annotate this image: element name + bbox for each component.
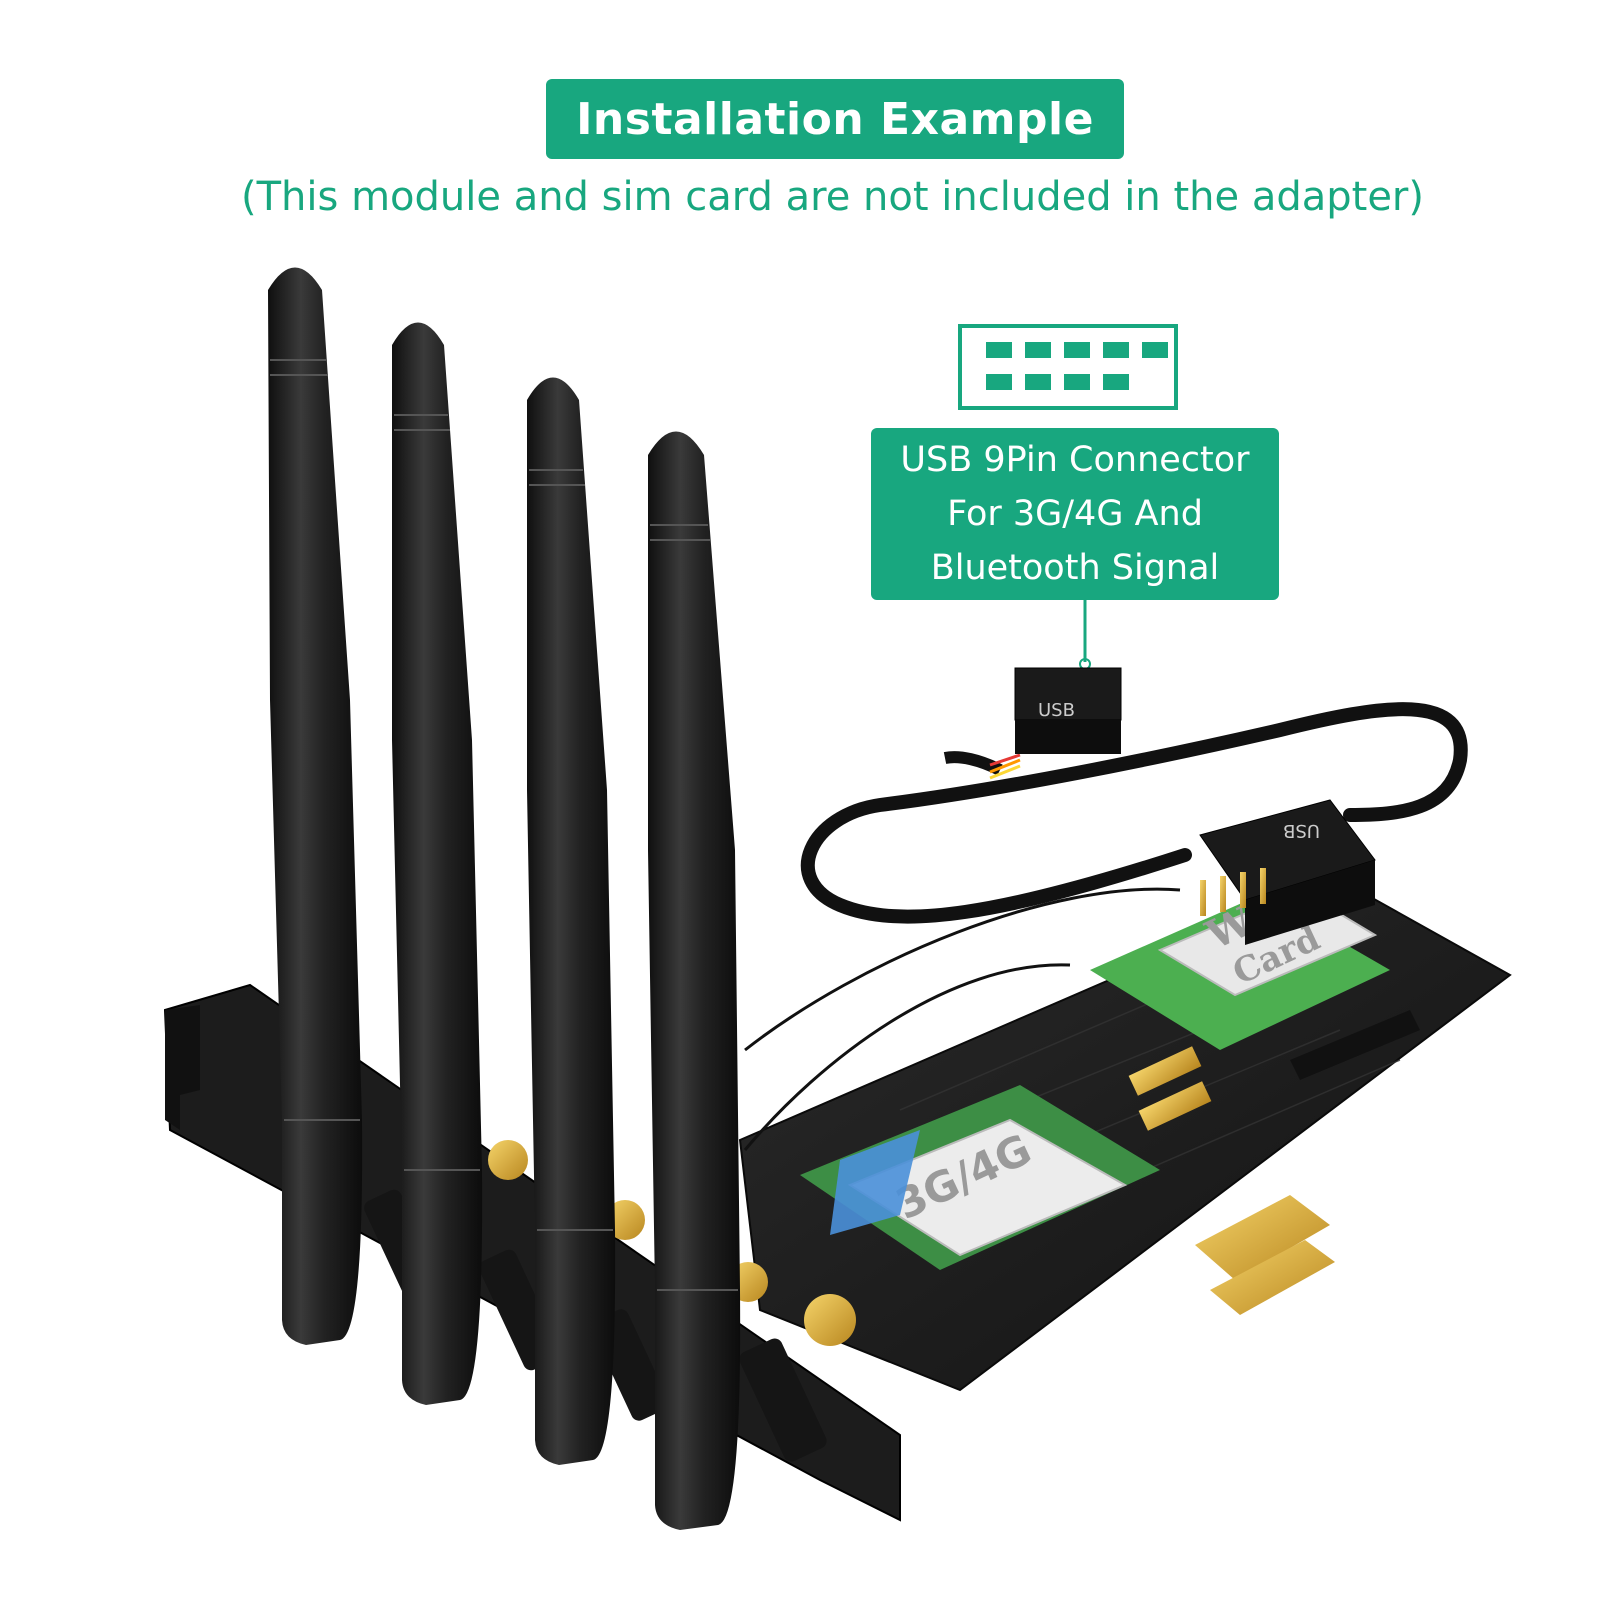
antenna-1: [268, 267, 363, 1345]
lte-module: 3G/4G: [800, 1085, 1160, 1270]
page-title: Installation Example: [576, 93, 1094, 145]
usb-connector-callout: USB 9Pin Connector For 3G/4G And Bluetoo…: [871, 428, 1279, 600]
callout-line-2: For 3G/4G And: [947, 494, 1203, 534]
antenna-3: [527, 377, 616, 1465]
sma-connectors: [488, 1140, 856, 1346]
callout-line-3: Bluetooth Signal: [930, 548, 1220, 588]
antenna-2: [392, 322, 483, 1405]
usb-plug-small: USB: [1014, 667, 1122, 754]
usb-cable-icon: [743, 702, 1468, 1151]
callout-line-1: USB 9Pin Connector: [900, 440, 1250, 480]
title-banner: Installation Example: [546, 79, 1124, 159]
usb-header-connector: USB: [1199, 799, 1376, 945]
sim-card-icon: [830, 1130, 920, 1235]
subtitle-note: (This module and sim card are not includ…: [241, 174, 1424, 220]
usb-plug-label: USB: [1038, 700, 1075, 721]
antenna-4: [648, 431, 741, 1530]
usb-9pin-connector-icon: [958, 324, 1178, 410]
usb-header-label: USB: [1283, 820, 1320, 841]
pcie-gold-fingers: [1195, 1195, 1330, 1280]
